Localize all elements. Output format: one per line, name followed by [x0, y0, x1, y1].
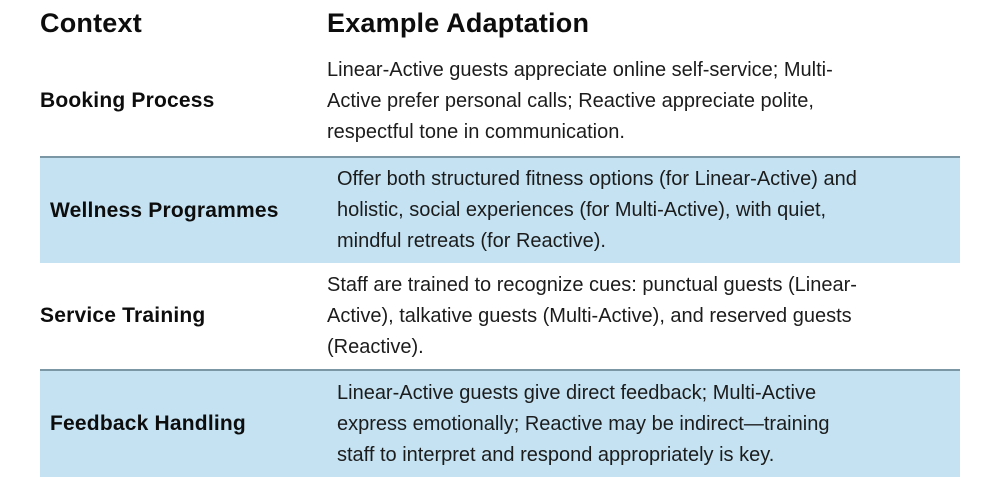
column-header-example-adaptation: Example Adaptation: [327, 8, 590, 38]
adaptation-text-line: mindful retreats (for Reactive).: [337, 230, 606, 252]
adaptation-text-line: Offer both structured fitness options (f…: [337, 168, 857, 190]
row-adaptation-text: Offer both structured fitness options (f…: [337, 164, 950, 257]
row-adaptation-text: Linear-Active guests give direct feedbac…: [337, 378, 950, 471]
row-label: Service Training: [40, 304, 206, 327]
adaptation-text-line: Linear-Active guests give direct feedbac…: [337, 381, 817, 404]
adaptation-text-line: Active prefer personal calls; Reactive a…: [327, 89, 814, 112]
adaptation-text-line: express emotionally; Reactive may be ind…: [337, 412, 830, 435]
row-adaptation-text: Linear-Active guests appreciate online s…: [327, 55, 960, 148]
adaptation-text-line: Linear-Active guests appreciate online s…: [327, 58, 833, 81]
row-label: Feedback Handling: [50, 412, 246, 435]
row-label: Booking Process: [40, 89, 215, 112]
adaptation-text-line: holistic, social experiences (for Multi-…: [337, 199, 827, 221]
column-header-context: Context: [40, 8, 142, 38]
table-row-booking-process: Booking Process Linear-Active guests app…: [40, 46, 960, 156]
adaptation-text-line: Staff are trained to recognize cues: pun…: [327, 273, 857, 296]
adaptation-text-line: respectful tone in communication.: [327, 120, 625, 143]
table-row-wellness-programmes: Wellness Programmes Offer both structure…: [40, 156, 960, 263]
table-header-row: Context Example Adaptation: [40, 0, 960, 46]
context-adaptation-table: Context Example Adaptation Booking Proce…: [40, 0, 960, 477]
adaptation-text-line: Active), talkative guests (Multi-Active)…: [327, 304, 852, 327]
table-row-service-training: Service Training Staff are trained to re…: [40, 263, 960, 369]
adaptation-text-line: staff to interpret and respond appropria…: [337, 443, 775, 466]
row-adaptation-text: Staff are trained to recognize cues: pun…: [327, 270, 960, 363]
row-label: Wellness Programmes: [50, 198, 279, 222]
adaptation-text-line: (Reactive).: [327, 335, 424, 358]
table-row-feedback-handling: Feedback Handling Linear-Active guests g…: [40, 369, 960, 477]
